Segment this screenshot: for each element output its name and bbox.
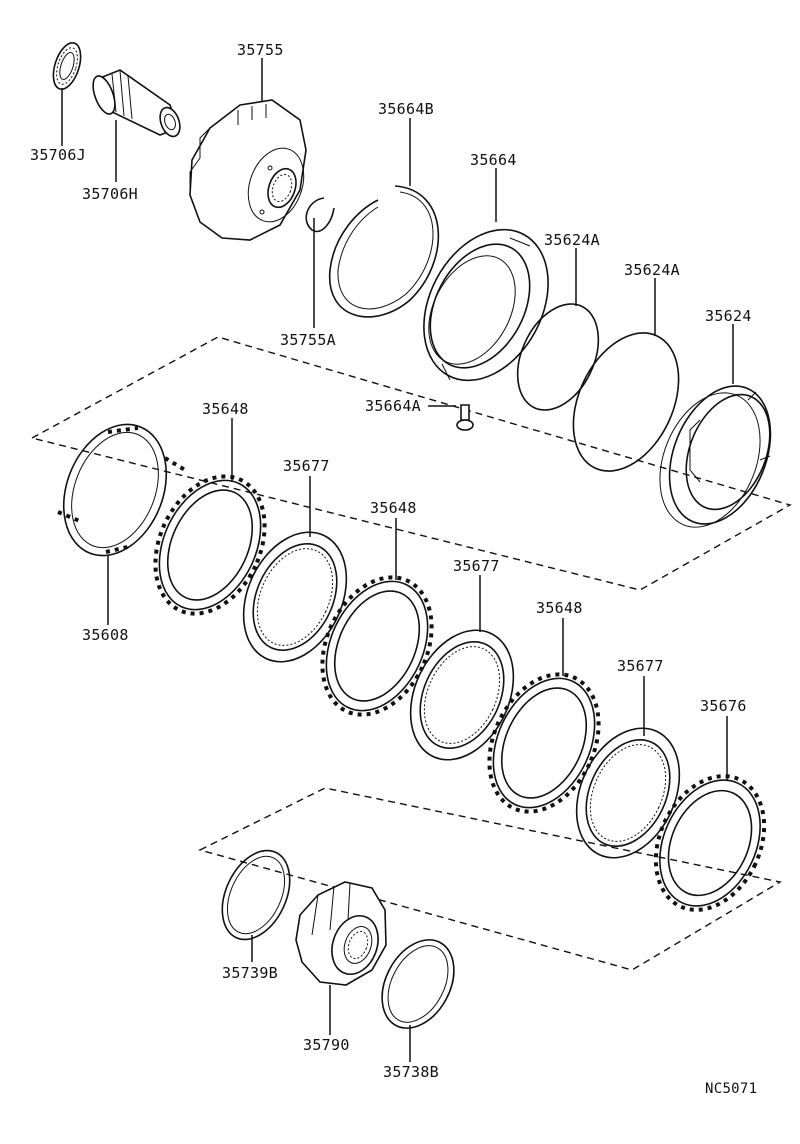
spring-retainer-35608 [57, 423, 187, 557]
clutch-disc-35677-2 [409, 629, 515, 761]
hub-35790 [295, 881, 387, 986]
label-35664B: 35664B [378, 100, 434, 118]
leader-lines [61, 58, 734, 1062]
clutch-disc-35677-1 [242, 531, 348, 663]
clutch-plate-35648-2 [320, 575, 434, 717]
label-35676: 35676 [700, 697, 747, 715]
label-35608: 35608 [82, 626, 129, 644]
label-35624A-2: 35624A [624, 261, 680, 279]
label-35677-2: 35677 [453, 557, 500, 575]
label-35755: 35755 [237, 41, 284, 59]
thrust-bearing-35706J [52, 42, 82, 90]
clutch-drum-35755 [189, 99, 307, 241]
label-35624: 35624 [705, 307, 752, 325]
label-35648-3: 35648 [536, 599, 583, 617]
thrust-washer-35738B [381, 939, 455, 1029]
clutch-cylinder-35624 [659, 385, 772, 528]
o-ring-35624A-large [572, 332, 680, 472]
label-35790: 35790 [303, 1036, 350, 1054]
flange-35676 [653, 774, 767, 912]
lower-group-outline [198, 787, 782, 971]
o-ring-35624A-small [516, 303, 600, 411]
label-35664: 35664 [470, 151, 517, 169]
thrust-washer-35739B [221, 849, 291, 941]
piston-35664 [423, 228, 549, 382]
snap-ring-35755A [305, 197, 335, 233]
clutch-group-outline [30, 336, 792, 591]
input-shaft-35706H [92, 69, 181, 138]
label-35624A-1: 35624A [544, 231, 600, 249]
label-35706H: 35706H [82, 185, 138, 203]
label-35706J: 35706J [30, 146, 86, 164]
label-35648-1: 35648 [202, 400, 249, 418]
label-35739B: 35739B [222, 964, 278, 982]
clutch-plate-35648-3 [487, 672, 601, 814]
label-35664A: 35664A [365, 397, 421, 415]
label-35677-1: 35677 [283, 457, 330, 475]
label-35677-3: 35677 [617, 657, 664, 675]
clutch-plate-35648-1 [153, 474, 267, 616]
snap-ring-35664B [328, 185, 440, 318]
diagram-code: NC5071 [705, 1081, 757, 1097]
bolt-35664A [456, 404, 474, 431]
label-35755A: 35755A [280, 331, 336, 349]
label-35738B: 35738B [383, 1063, 439, 1081]
label-35648-2: 35648 [370, 499, 417, 517]
